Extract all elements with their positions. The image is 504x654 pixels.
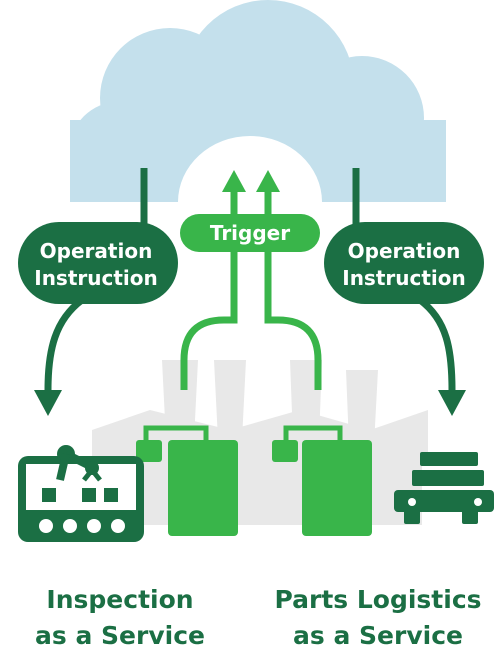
left-instruction-arrow: [44, 168, 148, 391]
right-instruction-label: Operation Instruction: [324, 222, 484, 304]
inspection-caption: Inspection as a Service: [0, 582, 240, 654]
left-instruction-line1: Operation: [40, 239, 153, 263]
trigger-text: Trigger: [210, 221, 290, 245]
trigger-label: Trigger: [180, 214, 320, 252]
trigger-arrowhead-right-icon: [256, 170, 280, 192]
right-controller-device-icon: [272, 425, 372, 536]
trigger-arrowhead-left-icon: [222, 170, 246, 192]
left-instruction-label: Operation Instruction: [18, 222, 178, 304]
right-instruction-line2: Instruction: [342, 266, 466, 290]
forklift-cargo-icon: [394, 452, 494, 524]
left-instruction-line2: Instruction: [34, 266, 158, 290]
parts-logistics-caption-line1: Parts Logistics: [274, 585, 482, 614]
robot-arm-conveyor-icon: [18, 445, 144, 542]
trigger-lines: [180, 190, 322, 390]
right-arrowhead-icon: [438, 390, 466, 416]
right-instruction-line1: Operation: [348, 239, 461, 263]
right-instruction-arrow: [352, 168, 456, 391]
inspection-caption-line2: as a Service: [35, 621, 205, 650]
parts-logistics-caption-line2: as a Service: [293, 621, 463, 650]
parts-logistics-caption: Parts Logistics as a Service: [258, 582, 498, 654]
inspection-caption-line1: Inspection: [46, 585, 194, 614]
left-controller-device-icon: [136, 425, 238, 536]
left-arrowhead-icon: [34, 390, 62, 416]
